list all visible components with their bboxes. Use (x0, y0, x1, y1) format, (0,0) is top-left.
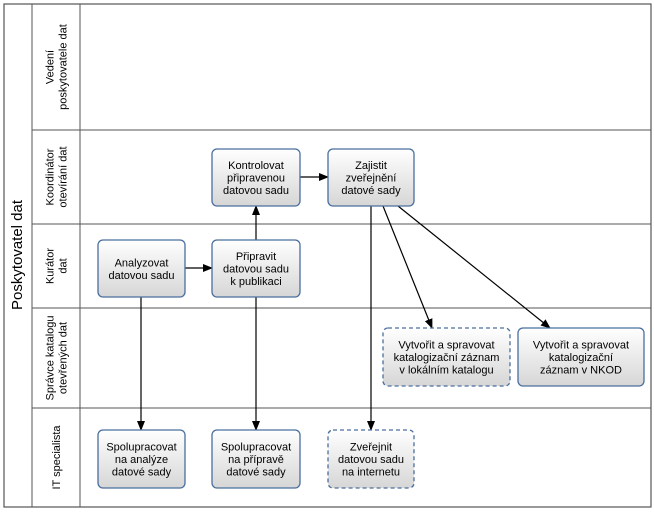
lane-title-koordinator-line: otevírání dat (58, 146, 70, 207)
task-label-line: katalogizační záznam (394, 352, 500, 364)
task-label-line: katalogizační (549, 352, 613, 364)
task-label-line: Spolupracovat (221, 442, 291, 454)
task-label-line: Zveřejnit (350, 442, 392, 454)
pool-title-line: Poskytovatel dat (9, 199, 26, 310)
task-label-line: na analýze (115, 454, 168, 466)
task-label-line: Zajistit (355, 160, 387, 172)
flow-zajistit-to-vytvorit-nkod (397, 205, 551, 329)
task-box (327, 429, 415, 489)
lane-title-vedeni-line: Vedení (45, 50, 57, 84)
lane-title-vedeni: Vedeníposkytovatele dat (45, 24, 70, 110)
task-label-line: datové sady (341, 185, 401, 197)
lane-title-spravce-line: Správce katalogu (45, 316, 57, 401)
task-label-line: datové sady (226, 467, 286, 479)
task-label-line: na internetu (342, 467, 400, 479)
lane-title-kurator: Kurátordat (45, 248, 70, 284)
task-label-line: Vytvořit a spravovat (533, 340, 629, 352)
pool-title: Poskytovatel dat (9, 199, 26, 310)
lane-title-spravce: Správce kataloguotevřených dat (45, 316, 70, 401)
lane-title-vedeni-line: poskytovatele dat (58, 24, 70, 110)
task-label-line: Připravit (236, 251, 276, 263)
task-label-line: datovou sadu (223, 264, 289, 276)
task-box (382, 327, 511, 387)
task-label-line: datovou sadu (338, 454, 404, 466)
task-label-line: Spolupracovat (106, 442, 176, 454)
task-label-line: datovou sadu (108, 270, 174, 282)
task-label-line: Vytvořit a spravovat (398, 340, 494, 352)
task-label-line: v lokálním katalogu (399, 365, 493, 377)
lane-title-it-line: IT specialista (51, 425, 63, 490)
task-label-line: Kontrolovat (228, 160, 284, 172)
lane-title-koordinator-line: Koordinátor (45, 148, 57, 205)
task-box (97, 429, 186, 489)
lane-title-kurator-line: Kurátor (45, 248, 57, 284)
task-box (211, 429, 301, 489)
task-box (97, 239, 186, 298)
task-label-line: zveřejnění (346, 173, 397, 185)
task-label-line: připravenou (227, 173, 285, 185)
task-box (211, 239, 301, 298)
lane-title-koordinator: Koordinátorotevírání dat (45, 146, 70, 207)
task-label-line: na přípravě (228, 454, 284, 466)
lane-title-spravce-line: otevřených dat (58, 322, 70, 394)
task-label-line: k publikaci (230, 276, 281, 288)
task-box (211, 148, 301, 207)
task-label-line: datovou sadu (223, 185, 289, 197)
task-box (327, 148, 415, 207)
lane-title-kurator-line: dat (58, 258, 70, 273)
lane-title-it: IT specialista (51, 425, 63, 490)
flow-zajistit-to-vytvorit-lokalni (382, 205, 433, 329)
task-label-line: Analyzovat (115, 257, 169, 269)
task-box (517, 327, 645, 387)
task-label-line: datové sady (112, 467, 172, 479)
task-label-line: záznam v NKOD (540, 365, 622, 377)
